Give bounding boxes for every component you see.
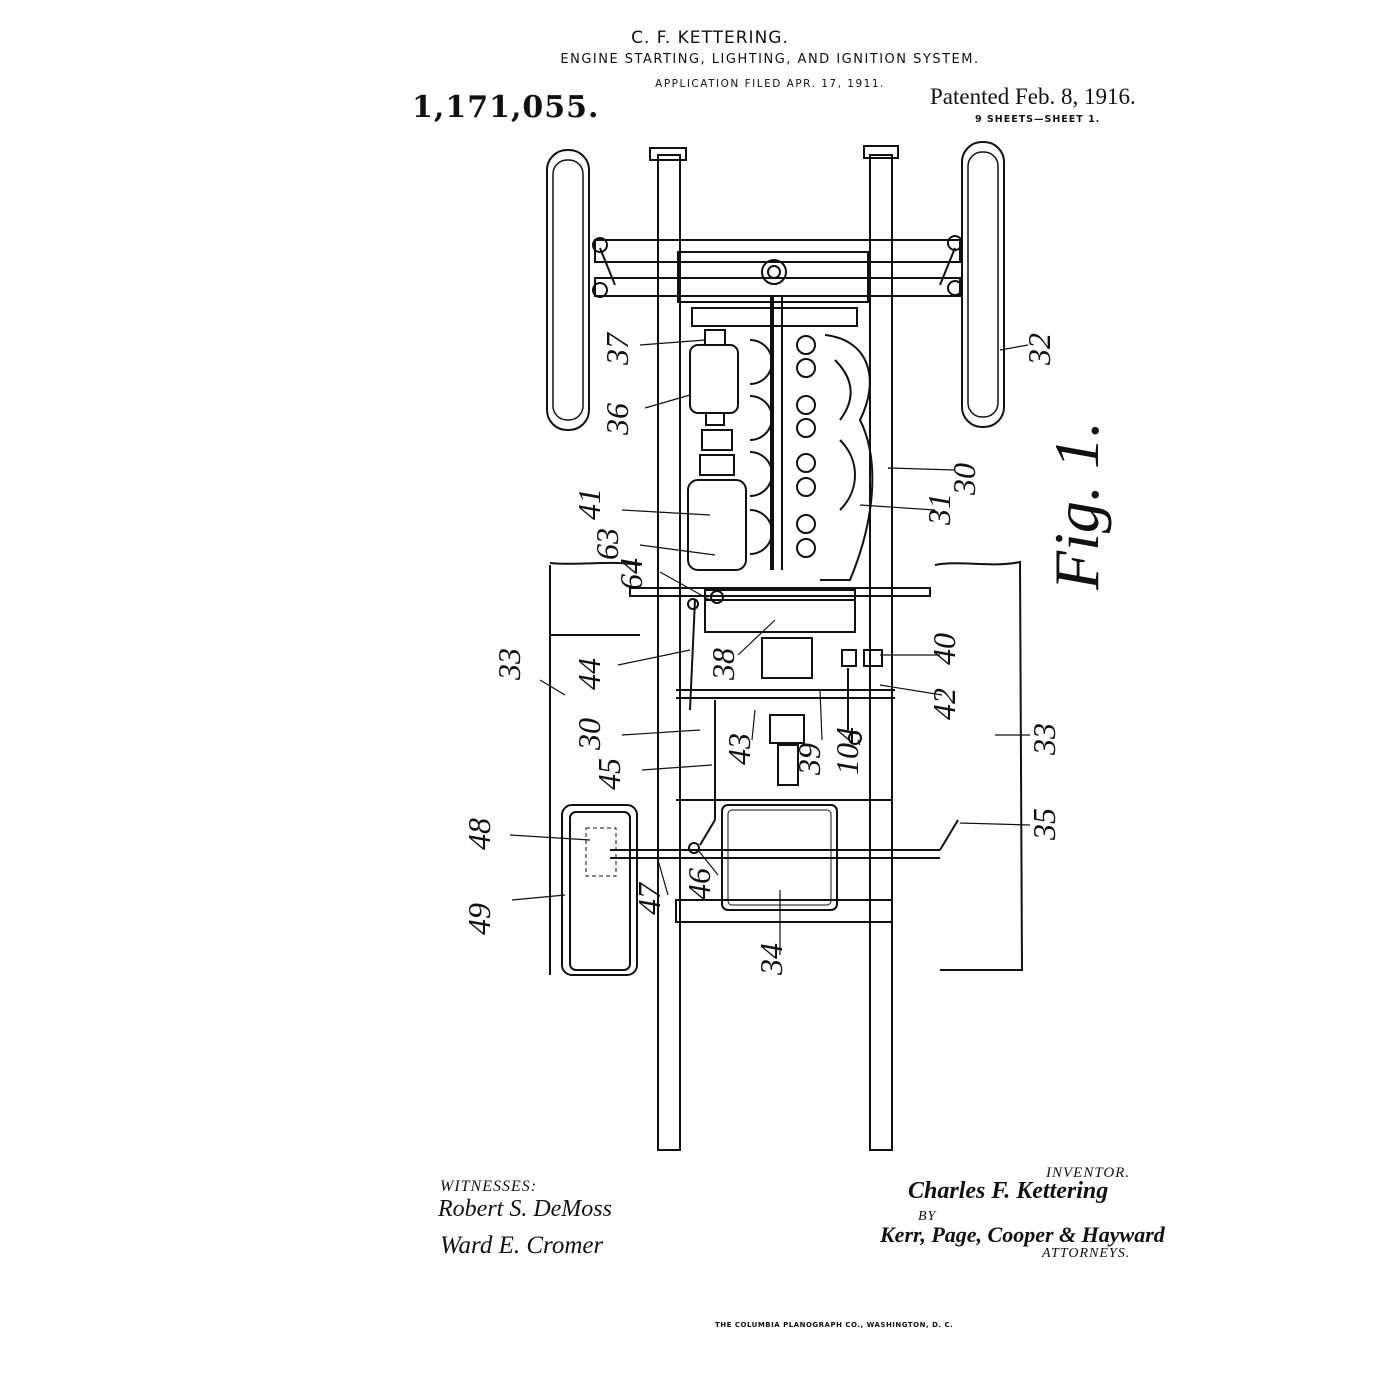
by-label: BY (918, 1209, 937, 1224)
reference-numeral-38: 38 (705, 648, 741, 681)
leader-line-45 (641, 764, 713, 771)
leader-lines (509, 339, 1031, 955)
starter-motor (687, 479, 747, 571)
reference-numeral-30-b: 30 (946, 463, 982, 496)
witness-signature-1: Robert S. DeMoss (438, 1196, 612, 1222)
reference-numeral-64: 64 (613, 558, 649, 590)
leader-line-35 (959, 822, 1031, 826)
sheet-count: 9 SHEETS—SHEET 1. (975, 114, 1101, 125)
leader-line-32 (999, 344, 1029, 351)
front-left-wheel (546, 149, 590, 431)
leader-line-63 (639, 544, 716, 556)
leader-line-36 (644, 394, 691, 409)
fuel-tank (561, 804, 638, 976)
inventor-label: INVENTOR. (1046, 1165, 1131, 1181)
leader-line-104 (857, 739, 861, 746)
reference-numeral-46: 46 (681, 868, 717, 900)
transmission (761, 637, 813, 679)
cylinders (749, 335, 816, 558)
engine-block (691, 307, 858, 327)
leader-line-46 (697, 849, 719, 876)
leader-line-31 (859, 504, 936, 511)
reference-numeral-35: 35 (1026, 808, 1062, 841)
witness-signature-2: Ward E. Cromer (440, 1232, 604, 1259)
leader-line-30-b (887, 467, 956, 471)
leader-line-64 (659, 571, 711, 601)
reference-numeral-39: 39 (791, 743, 827, 776)
reference-numeral-41: 41 (571, 488, 607, 520)
reference-numeral-32: 32 (1021, 333, 1057, 366)
reference-numeral-30: 30 (571, 718, 607, 751)
reference-numeral-34: 34 (753, 943, 789, 976)
radiator-cap (761, 259, 787, 285)
reference-numeral-45: 45 (591, 758, 627, 790)
leader-line-43 (751, 709, 756, 741)
leader-line-47 (657, 859, 669, 896)
witnesses-label: WITNESSES: (440, 1178, 538, 1195)
reference-numeral-40: 40 (926, 633, 962, 665)
reference-numeral-104: 104 (829, 727, 865, 775)
inventor-name-header: C. F. KETTERING. (631, 28, 789, 48)
generator (689, 344, 739, 414)
reference-numeral-63: 63 (589, 528, 625, 560)
inventor-signature: Charles F. Kettering (908, 1178, 1109, 1204)
exhaust-manifold (820, 334, 874, 581)
reference-numeral-47: 47 (631, 881, 667, 915)
reference-numeral-33-b: 33 (1026, 723, 1062, 756)
attorneys-signature: Kerr, Page, Cooper & Hayward (880, 1222, 1165, 1247)
leader-line-41 (621, 509, 711, 516)
reference-numeral-44: 44 (571, 658, 607, 690)
leader-line-48 (509, 834, 591, 841)
leader-line-37 (639, 339, 706, 346)
application-filed: APPLICATION FILED APR. 17, 1911. (655, 78, 885, 90)
left-running-board (549, 561, 641, 975)
leader-line-42 (879, 684, 943, 696)
patent-number: 1,171,055. (412, 90, 600, 125)
reference-numeral-49: 49 (461, 903, 497, 935)
leader-line-44 (617, 649, 691, 666)
switch-box (841, 649, 857, 667)
reference-numeral-37: 37 (599, 331, 635, 366)
flywheel (704, 589, 856, 633)
reference-numeral-43: 43 (721, 733, 757, 765)
printer-credit: THE COLUMBIA PLANOGRAPH CO., WASHINGTON,… (715, 1321, 954, 1329)
right-frame-rail (869, 154, 893, 1151)
attorneys-label: ATTORNEYS. (1042, 1246, 1131, 1261)
reference-numeral-36: 36 (599, 403, 635, 436)
figure-label: Fig. 1. (1041, 421, 1112, 590)
reference-numeral-48: 48 (461, 818, 497, 850)
leader-line-39 (819, 689, 823, 741)
leader-line-49 (511, 894, 566, 901)
patent-date: Patented Feb. 8, 1916. (930, 84, 1136, 109)
leader-line-38 (737, 619, 776, 656)
leader-line-30 (621, 729, 701, 736)
right-running-board (934, 560, 1024, 971)
leader-line-33 (539, 679, 566, 696)
patent-title: ENGINE STARTING, LIGHTING, AND IGNITION … (560, 52, 980, 67)
reference-numeral-33: 33 (491, 648, 527, 681)
